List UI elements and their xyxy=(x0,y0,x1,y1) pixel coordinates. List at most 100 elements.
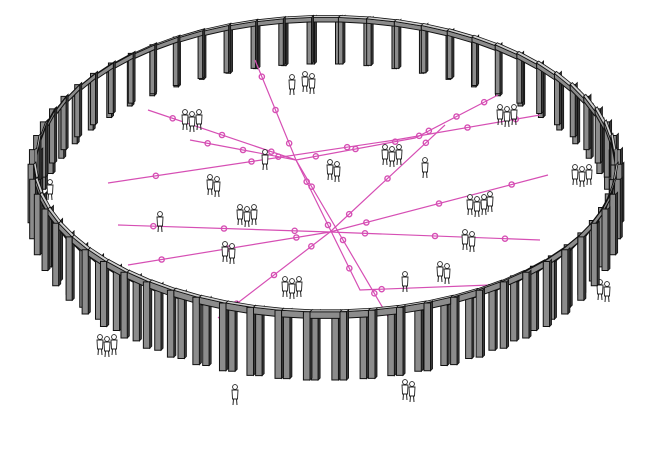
portal-frame-icon xyxy=(302,308,350,381)
person-body xyxy=(261,154,269,165)
person-legs xyxy=(232,398,238,406)
person-body xyxy=(326,164,334,175)
person-head xyxy=(469,231,475,237)
bead-icon xyxy=(248,158,255,165)
frame-side xyxy=(536,263,540,332)
frame-leg xyxy=(278,18,284,66)
frame-side xyxy=(528,269,532,339)
bead-icon xyxy=(218,131,226,139)
person-figure-icon xyxy=(333,161,341,183)
frame-leg xyxy=(154,284,162,351)
person-legs xyxy=(222,255,228,263)
bead-icon xyxy=(285,140,293,147)
person-legs xyxy=(511,118,517,126)
person-figure-icon xyxy=(103,336,111,358)
frame-leg xyxy=(149,44,156,95)
person-figure-icon xyxy=(261,149,269,171)
person-head xyxy=(444,263,450,269)
frame-side xyxy=(549,258,552,328)
frame-leg xyxy=(132,275,140,342)
person-figure-icon xyxy=(496,104,504,126)
person-figure-icon xyxy=(288,74,296,96)
frame-side xyxy=(139,272,142,342)
person-head xyxy=(196,109,202,115)
person-head xyxy=(182,109,188,115)
person-legs xyxy=(469,245,475,253)
person-body xyxy=(281,281,289,292)
frame-side xyxy=(261,304,265,377)
person-head xyxy=(334,161,340,167)
frame-leg xyxy=(218,302,227,372)
person-body xyxy=(250,209,258,220)
person-figure-icon xyxy=(195,109,203,131)
bead-icon xyxy=(345,210,353,218)
frame-leg xyxy=(112,265,121,332)
person-figure-icon xyxy=(408,381,416,403)
person-figure-icon xyxy=(301,71,309,93)
person-head xyxy=(232,384,238,390)
person-body xyxy=(395,149,403,160)
person-body xyxy=(236,209,244,220)
frame-leg xyxy=(282,310,291,380)
person-legs xyxy=(229,257,235,265)
person-body xyxy=(436,266,444,277)
person-head xyxy=(481,194,487,200)
frame-leg xyxy=(339,311,348,381)
person-body xyxy=(388,151,396,162)
frame-leg xyxy=(274,309,283,379)
bead-icon xyxy=(152,172,160,180)
frame-side xyxy=(476,34,480,87)
person-head xyxy=(467,194,473,200)
person-head xyxy=(207,174,213,180)
person-body xyxy=(486,196,494,207)
frame-side xyxy=(202,27,206,80)
person-body xyxy=(96,339,104,350)
person-figure-icon xyxy=(206,174,214,196)
person-legs xyxy=(422,171,428,179)
bead-icon xyxy=(169,115,176,122)
person-legs xyxy=(97,348,103,356)
person-figure-icon xyxy=(585,164,593,186)
person-figure-icon xyxy=(250,204,258,226)
frame-side xyxy=(149,278,153,350)
person-head xyxy=(504,106,510,112)
person-body xyxy=(221,246,229,257)
person-figure-icon xyxy=(503,106,511,128)
frame-side xyxy=(619,176,623,240)
bead-icon xyxy=(204,140,211,147)
frame-leg xyxy=(311,311,319,381)
frame-side xyxy=(208,295,212,367)
frame-leg xyxy=(609,193,617,256)
person-head xyxy=(289,278,295,284)
person-legs xyxy=(104,350,110,358)
frame-side xyxy=(583,233,587,302)
frame-leg xyxy=(423,302,432,372)
frame-leg xyxy=(387,307,395,377)
bead-icon xyxy=(324,221,332,229)
string-line xyxy=(254,59,391,321)
person-figure-icon xyxy=(326,159,334,181)
frame-side xyxy=(559,70,562,126)
person-figure-icon xyxy=(571,164,579,186)
frame-side xyxy=(615,191,619,256)
portal-frame-icon xyxy=(218,300,265,377)
bead-icon xyxy=(272,106,279,114)
person-body xyxy=(503,111,511,122)
person-head xyxy=(511,104,517,110)
frame-side xyxy=(45,118,49,179)
person-legs xyxy=(182,123,188,131)
person-figure-icon xyxy=(295,276,303,298)
frame-leg xyxy=(142,281,151,349)
person-figure-icon xyxy=(401,379,409,401)
portal-frame-icon xyxy=(309,14,343,65)
bead-icon xyxy=(480,98,488,106)
person-figure-icon xyxy=(228,243,236,265)
person-body xyxy=(571,169,579,180)
person-figure-icon xyxy=(401,271,409,293)
person-body xyxy=(103,341,111,352)
person-legs xyxy=(467,208,473,216)
person-figure-icon xyxy=(578,166,586,188)
person-legs xyxy=(497,118,503,126)
person-body xyxy=(381,149,389,160)
person-body xyxy=(288,79,296,90)
